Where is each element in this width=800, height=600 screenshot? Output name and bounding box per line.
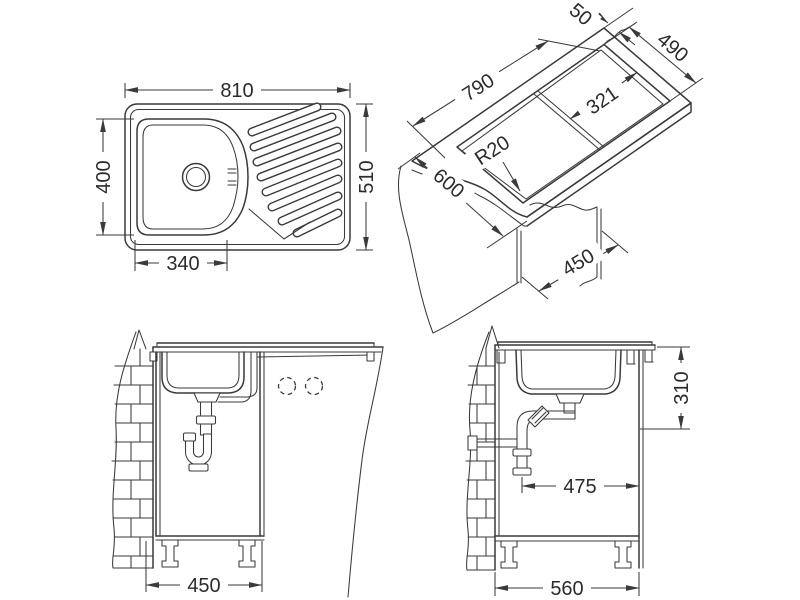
cabinet-foot <box>500 540 518 569</box>
dim-front-cabinet-width: 450 <box>145 541 263 597</box>
sink-bowl-top <box>136 118 249 236</box>
dim-label-475: 475 <box>563 476 596 498</box>
dim-plan-bowl-width: 340 <box>134 240 228 275</box>
dim-iso-bowl-section: 321 <box>569 72 638 124</box>
dim-iso-corner-radius: R20 <box>462 125 522 192</box>
tap-hole-mark <box>277 376 297 396</box>
dim-label-340: 340 <box>166 253 199 275</box>
cabinet-front <box>155 351 265 568</box>
dim-side-outlet-offset: 475 <box>521 475 640 498</box>
cabinet-foot <box>238 539 256 568</box>
dim-side-outlet-height: 310 <box>640 346 693 430</box>
dim-side-cabinet-depth: 560 <box>494 572 640 600</box>
tap-hole-mark <box>304 376 324 396</box>
worktop-front-edge <box>526 102 692 227</box>
mount-clip-right <box>366 351 375 362</box>
overflow-marks <box>227 168 237 186</box>
drainboard-underside <box>257 354 373 358</box>
cabinet-foot <box>614 540 632 569</box>
drainboard-grooves <box>247 102 343 240</box>
isometric-view: 790 50 490 <box>397 0 704 334</box>
bowl-section-side <box>515 349 622 395</box>
dim-iso-front-offset: 50 <box>560 0 638 46</box>
break-line-front <box>347 346 384 598</box>
sink-outer-rim <box>124 103 351 251</box>
brick-wall-front <box>111 329 154 569</box>
cabinet-side <box>494 349 644 569</box>
drain-hole-outer <box>181 162 211 192</box>
dim-label-510: 510 <box>356 160 378 193</box>
dim-label-560: 560 <box>550 578 583 600</box>
dim-label-310: 310 <box>671 371 693 404</box>
bowl-section-front <box>161 351 245 394</box>
front-section-view: 450 <box>111 329 384 598</box>
dim-plan-overall-depth: 510 <box>355 103 378 251</box>
dim-plan-overall-width: 810 <box>124 79 351 102</box>
mount-clips-side <box>496 349 654 365</box>
dim-plan-bowl-depth: 400 <box>92 118 134 236</box>
brick-wall-side <box>465 325 500 571</box>
dim-iso-cabinet-width: 450 <box>521 230 629 300</box>
drain-hole-inner <box>185 166 207 188</box>
drainboard-vee <box>248 208 311 240</box>
dim-label-450-front: 450 <box>187 575 220 597</box>
cabinet-foot <box>161 539 179 568</box>
drain-pipe-side <box>467 393 585 476</box>
cutout-inner-edge <box>461 49 664 200</box>
sink-inner-rim <box>129 108 346 246</box>
dim-iso-worktop-depth: 600 <box>397 152 528 249</box>
side-section-view: 310 475 560 <box>465 325 693 600</box>
wall-outlet-flange <box>467 435 478 451</box>
flex-connector <box>527 405 550 428</box>
plan-view: 810 510 400 340 <box>92 79 378 275</box>
dim-label-400: 400 <box>93 160 115 193</box>
dim-label-810: 810 <box>220 80 253 102</box>
cabinet-panels <box>397 165 602 334</box>
mount-clip-left <box>149 351 158 362</box>
drain-trap-front <box>182 351 258 472</box>
